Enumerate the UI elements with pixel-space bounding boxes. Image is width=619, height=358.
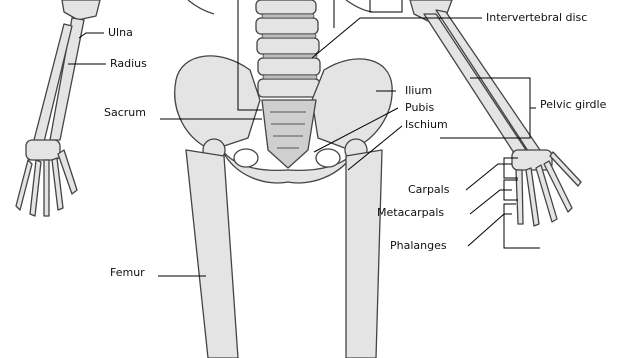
ulna-leader	[79, 33, 104, 38]
left-ilium	[175, 56, 260, 150]
left-femur-bone	[186, 150, 238, 358]
pelvic-girdle-label: Pelvic girdle	[540, 98, 606, 111]
right-ulna-bone	[424, 14, 526, 156]
carpals-label: Carpals	[408, 183, 449, 196]
right-radius-bone	[436, 10, 540, 154]
femur-label: Femur	[110, 266, 145, 279]
metacarpals-label: Metacarpals	[377, 206, 444, 219]
sacrum-label: Sacrum	[104, 106, 146, 119]
vertebra-2	[256, 18, 318, 34]
radius-label: Radius	[110, 57, 147, 70]
vertebra-3	[257, 38, 319, 54]
left-humerus-end	[62, 0, 100, 20]
vertebra-4	[258, 58, 320, 75]
phalanges-leader	[468, 214, 512, 246]
vertebra-1	[256, 0, 316, 14]
ischium-label: Ischium	[405, 118, 448, 131]
intervertebral-disc-label: Intervertebral disc	[486, 11, 587, 24]
pubis-label: Pubis	[405, 101, 434, 114]
right-femur-bone	[346, 150, 382, 358]
right-hand	[512, 150, 581, 226]
right-ilium	[312, 59, 392, 150]
top-bracket	[370, 0, 402, 12]
left-hand	[16, 140, 77, 216]
metacarpals-leader	[470, 190, 512, 214]
left-obturator-foramen	[234, 149, 258, 167]
sacrum-bone	[262, 100, 316, 168]
ilium-label: Ilium	[405, 84, 432, 97]
bones-group	[16, 0, 581, 358]
right-obturator-foramen	[316, 149, 340, 167]
rib-fragment-right	[346, 0, 372, 12]
carpals-leader	[466, 164, 512, 190]
ulna-label: Ulna	[108, 26, 133, 39]
rib-fragment-left	[188, 0, 214, 14]
vertebra-5	[258, 79, 320, 97]
phalanges-label: Phalanges	[390, 239, 447, 252]
